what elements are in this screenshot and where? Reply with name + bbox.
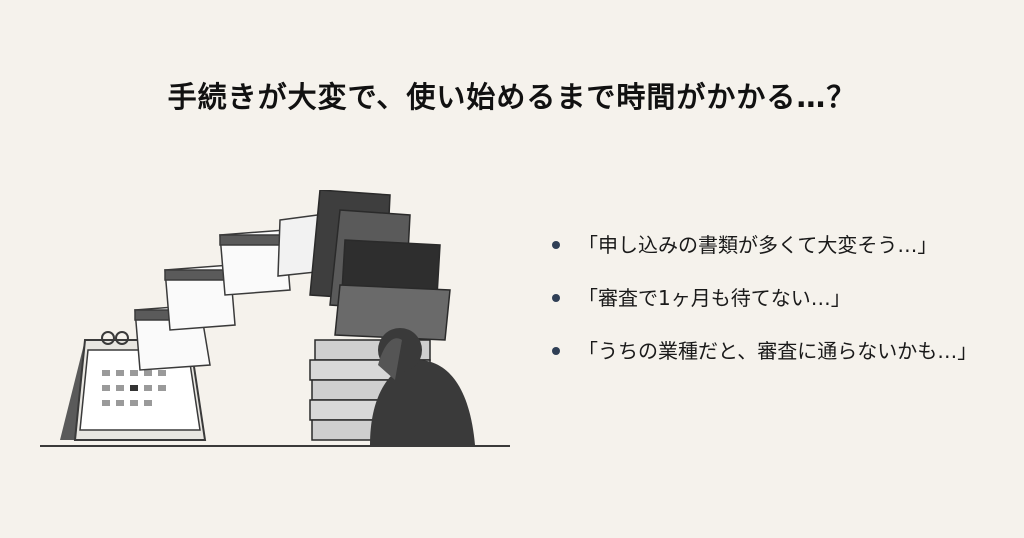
concern-item: 「審査で1ヶ月も待てない…」 — [548, 283, 998, 313]
stressed-person-icon — [370, 328, 475, 445]
bullet-dot — [552, 294, 560, 302]
stressed-person-paperwork-illustration — [40, 190, 510, 447]
concern-item: 「申し込みの書類が多くて大変そう…」 — [548, 230, 998, 260]
concern-list: 「申し込みの書類が多くて大変そう…」 「審査で1ヶ月も待てない…」 「うちの業種… — [548, 230, 998, 389]
concern-item: 「うちの業種だと、審査に通らないかも…」 — [548, 336, 998, 366]
bullet-dot — [552, 241, 560, 249]
headline: 手続きが大変で、使い始めるまで時間がかかる…？ — [167, 80, 857, 114]
flying-calendar-pages-icon — [134, 211, 341, 371]
bullet-dot — [552, 347, 560, 355]
